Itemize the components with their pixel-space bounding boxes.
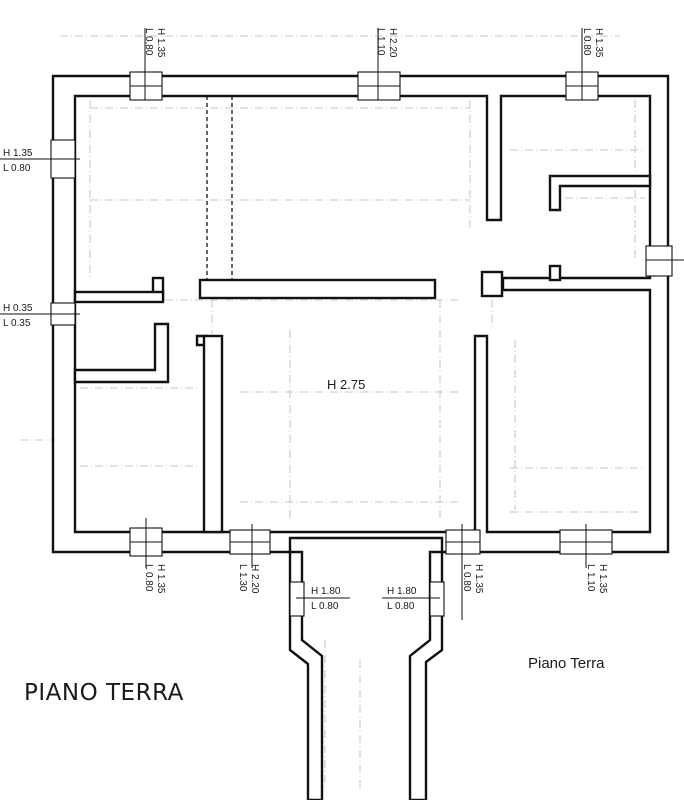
walkway-window-left xyxy=(289,581,305,617)
opening-label-h: H 1.80 xyxy=(387,586,417,597)
opening-label-h: H 1.80 xyxy=(311,586,341,597)
opening-label-l: L 1.30 xyxy=(237,564,248,592)
opening-label-l: L 0.80 xyxy=(143,28,154,56)
opening-label-l: L 0.80 xyxy=(461,564,472,592)
interior-wall-horizontal xyxy=(198,278,437,300)
opening-label-h: H 1.35 xyxy=(593,28,604,58)
opening-label-h: H 1.35 xyxy=(473,564,484,594)
opening-label-h: H 1.35 xyxy=(597,564,608,594)
opening-label-l: L 1.10 xyxy=(585,564,596,592)
closet-wall-top xyxy=(73,290,165,304)
walkway-window-right xyxy=(429,581,445,617)
opening-label-l: L 0.80 xyxy=(581,28,592,56)
opening-label-l: L 1.10 xyxy=(375,28,386,56)
opening-label-l: L 0.80 xyxy=(387,601,415,612)
openings xyxy=(0,28,684,620)
opening-label-l: L 0.80 xyxy=(311,601,339,612)
opening-label-l: L 0.80 xyxy=(3,163,31,174)
kitchen-partition-stub xyxy=(548,264,562,282)
opening-label-h: H 0.35 xyxy=(3,303,33,314)
opening-label-h: H 2.20 xyxy=(387,28,398,58)
opening-label-l: L 0.35 xyxy=(3,318,31,329)
plan-title: PIANO TERRA xyxy=(24,680,184,706)
beam-dashed-lines xyxy=(206,96,233,280)
opening-label-h: H 2.20 xyxy=(249,564,260,594)
opening-label-l: L 0.80 xyxy=(143,564,154,592)
window-right xyxy=(645,245,673,277)
closet-wall xyxy=(73,322,170,384)
dimension-lines xyxy=(20,35,661,790)
outer-wall xyxy=(51,74,670,554)
outer-walls xyxy=(51,74,670,554)
corridor-wall xyxy=(202,334,224,534)
pillar xyxy=(480,270,504,298)
opening-label-h: H 1.35 xyxy=(155,28,166,58)
room-height-label: H 2.75 xyxy=(327,377,365,392)
opening-label-h: H 1.35 xyxy=(155,564,166,594)
opening-label-h: H 1.35 xyxy=(3,148,33,159)
opening-labels: H 1.35 L 0.80 H 2.20 L 1.10 H 1.35 L 0.8… xyxy=(3,28,608,612)
kitchen-partition xyxy=(548,174,652,212)
plan-subtitle: Piano Terra xyxy=(528,655,605,672)
